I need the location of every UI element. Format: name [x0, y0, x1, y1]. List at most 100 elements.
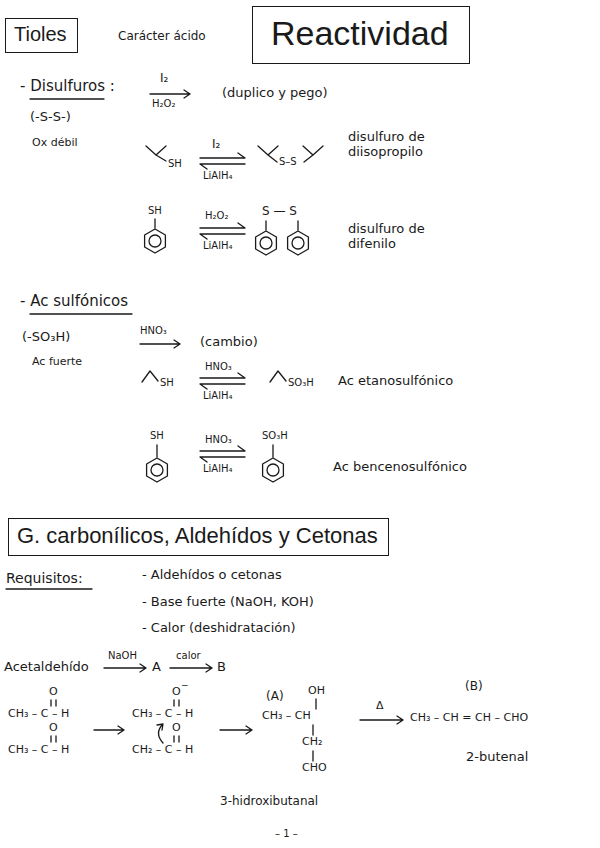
benzene-ring [260, 237, 272, 249]
single-bond [313, 699, 316, 761]
benzene-ring [263, 458, 284, 482]
skeletal-bond [146, 146, 166, 161]
skeletal-bond [258, 146, 278, 162]
title-box: Tioles [5, 18, 78, 53]
heading-text: G. carbonílicos, Aldehídos y Cetonas [17, 523, 378, 548]
note-text: (-SO₃H) [22, 330, 70, 345]
note-text: Requisitos: [6, 570, 83, 586]
note-text: SH [148, 205, 162, 217]
skeletal-bond [303, 146, 323, 162]
title-box: G. carbonílicos, Aldehídos y Cetonas [8, 518, 389, 556]
benzene-ring [147, 458, 168, 482]
note-text: O [172, 686, 181, 699]
note-text: - Base fuerte (NaOH, KOH) [142, 595, 314, 610]
note-text: Carácter ácido [118, 30, 206, 44]
note-text: O [49, 686, 58, 699]
note-text: CH₃ – C – H [8, 744, 69, 757]
benzene-ring [145, 229, 166, 253]
note-text: H₂O₂ [205, 210, 228, 222]
note-text: LiAlH₄ [203, 170, 233, 182]
note-text: HNO₃ [205, 434, 232, 446]
note-text: LiAlH₄ [203, 463, 233, 475]
note-text: − [181, 680, 189, 690]
note-text: CH₃ – CH = CH – CHO [410, 712, 528, 725]
note-text: SO₃H [288, 377, 314, 389]
reaction-arrow [94, 726, 124, 734]
heading-text: Tioles [14, 23, 67, 46]
double-bond [51, 736, 56, 742]
note-text: Ac bencenosulfónico [333, 460, 467, 475]
note-text: SH [168, 158, 182, 170]
benzene-ring [288, 231, 309, 255]
double-bond [51, 700, 56, 706]
note-text: HNO₃ [205, 361, 232, 373]
note-text: O [49, 722, 58, 735]
note-text: SH [150, 430, 164, 442]
skeletal-bond [272, 445, 273, 457]
note-text: SH [160, 377, 174, 389]
note-text: HNO₃ [140, 325, 167, 337]
note-text: CH₃ – C – H [8, 708, 69, 721]
underline [6, 588, 92, 589]
benzene-ring [267, 464, 279, 476]
benzene-ring [149, 235, 161, 247]
note-text: - Aldehídos o cetonas [142, 568, 282, 583]
benzene-ring [151, 464, 163, 476]
note-text: Ac etanosulfónico [338, 374, 453, 389]
skeletal-bond [156, 445, 157, 457]
note-text: O [172, 722, 181, 735]
double-bond [174, 736, 179, 742]
note-text: disulfuro de difenilo [348, 222, 458, 252]
benzene-ring [256, 231, 277, 255]
note-text: – 1 – [275, 828, 298, 840]
reaction-arrow [150, 90, 190, 98]
note-text: (A) [266, 690, 284, 704]
note-text: - Disulfuros : [20, 78, 115, 95]
note-text: Δ [376, 700, 384, 713]
note-text: (duplico y pego) [222, 86, 328, 101]
note-text: CH₂ – C – H [132, 744, 193, 757]
note-text: OH [308, 685, 325, 698]
electron-arrow [157, 724, 163, 743]
note-text: disulfuro de diisopropilo [348, 130, 468, 160]
note-text: (-S-S-) [30, 110, 71, 125]
skeletal-bond [266, 221, 298, 230]
equilibrium-arrow [200, 446, 245, 462]
reaction-arrow [220, 726, 252, 734]
reaction-arrow [170, 664, 212, 672]
note-text: NaOH [108, 650, 137, 662]
equilibrium-arrow [200, 373, 245, 389]
reaction-arrow [104, 664, 146, 672]
note-text: (B) [465, 680, 483, 694]
note-text: I₂ [212, 138, 220, 152]
skeletal-bond [270, 371, 286, 382]
note-text: - Ac sulfónicos [20, 293, 128, 310]
note-text: S — S [262, 205, 297, 219]
double-bond [174, 700, 179, 706]
equilibrium-arrow [200, 223, 245, 239]
note-text: Ox débil [32, 137, 78, 150]
note-text: CH₂ [302, 736, 322, 749]
note-text: CHO [302, 762, 327, 775]
note-text: LiAlH₄ [203, 240, 233, 252]
note-text: CH₃ – CH [262, 710, 311, 723]
note-text: LiAlH₄ [203, 390, 233, 402]
note-text: 3-hidroxibutanal [220, 795, 318, 809]
note-text: A [152, 660, 161, 675]
underline [30, 313, 132, 314]
note-text: SO₃H [262, 430, 288, 442]
skeletal-bond [154, 219, 155, 228]
note-text: - Calor (deshidratación) [142, 621, 296, 636]
note-text: B [217, 660, 226, 675]
note-text: I₂ [160, 72, 168, 86]
title-box: Reactividad [252, 6, 470, 64]
skeletal-bond [142, 371, 158, 382]
heading-text: Reactividad [271, 14, 449, 53]
note-text: Ac fuerte [32, 356, 82, 369]
equilibrium-arrow [200, 153, 245, 169]
reaction-arrow [360, 716, 403, 724]
note-text: CH₃ – C – H [132, 708, 193, 721]
benzene-ring [292, 237, 304, 249]
note-text: calor [176, 650, 201, 662]
underline [30, 98, 104, 99]
